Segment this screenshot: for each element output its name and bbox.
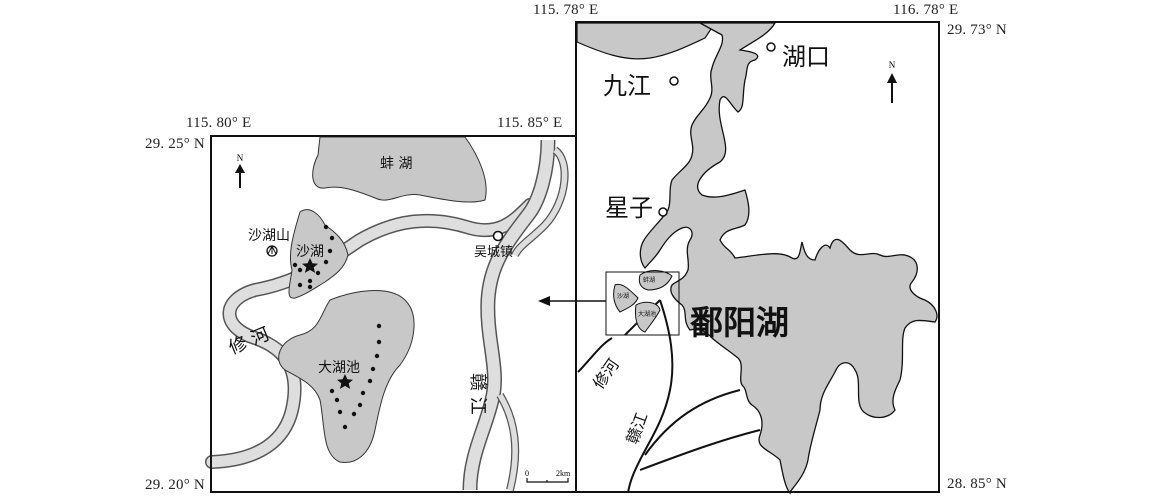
overview-lat-top: 29. 73° N (947, 22, 1007, 38)
xingzi-label: 星子 (605, 194, 653, 222)
mini-beng-label: 蚌湖 (643, 276, 655, 284)
poyang-lake-shape (639, 22, 938, 495)
inset-map: N 0 2km 蚌 湖 沙湖山 沙湖 大湖池 吴城镇 修 河 赣 江 (205, 135, 577, 493)
inset-lon-right: 115. 85° E (497, 115, 563, 131)
mini-dahuchi-label: 大湖池 (638, 310, 656, 318)
xiu-river-shape (205, 198, 537, 469)
shahu-lake-label: 沙湖 (296, 244, 324, 260)
mini-beng-shape (638, 270, 673, 291)
scale-bar: 0 2km (525, 469, 571, 483)
overview-north-arrow-icon: N (887, 60, 897, 103)
wucheng-label: 吴城镇 (474, 245, 513, 260)
inset-lon-left: 115. 80° E (186, 115, 252, 131)
inset-lat-bottom: 29. 20° N (145, 477, 205, 493)
dahuchi-sample-points (329, 323, 382, 430)
shahu-lake-shape (288, 209, 349, 299)
jiujiang-marker (669, 76, 679, 86)
svg-text:N: N (237, 153, 244, 163)
overview-gan-river-label: 赣江 (623, 410, 652, 447)
callout-arrow-icon (538, 296, 606, 306)
mini-dahuchi-shape (635, 301, 661, 333)
mini-shahu-label: 沙湖 (617, 292, 629, 300)
mountain-icon (266, 244, 278, 257)
hukou-label: 湖口 (782, 43, 830, 71)
overview-xiu-river-label: 修河 (589, 355, 623, 392)
yangtze-river-shape (576, 22, 717, 60)
dahuchi-star-icon (337, 374, 353, 389)
beng-lake-shape (312, 136, 487, 203)
gan-river-shape (462, 139, 569, 491)
overview-map: N 湖口 九江 星子 鄱阳湖 蚌湖 沙湖 大湖池 修河 赣江 (575, 21, 940, 495)
dahuchi-label: 大湖池 (318, 360, 360, 376)
overview-lat-bottom: 28. 85° N (947, 476, 1007, 492)
dahuchi-lake-shape (278, 290, 415, 464)
hukou-marker (766, 42, 776, 52)
inset-lat-top: 29. 25° N (145, 136, 205, 152)
poyang-lake-label: 鄱阳湖 (689, 303, 789, 342)
gan-river-label: 赣 江 (467, 373, 488, 415)
inset-north-arrow-icon: N (235, 153, 245, 188)
jiujiang-label: 九江 (603, 72, 651, 100)
svg-text:N: N (889, 60, 896, 70)
study-area-box (605, 271, 680, 336)
overview-lon-right: 116. 78° E (893, 2, 959, 18)
shahu-sample-points (292, 224, 335, 290)
shahu-star-icon (302, 258, 318, 273)
xingzi-marker (658, 207, 668, 217)
mini-shahu-shape (613, 283, 639, 313)
svg-text:0: 0 (525, 469, 529, 478)
overview-lon-left: 115. 78° E (533, 2, 599, 18)
shahu-mountain-label: 沙湖山 (248, 228, 290, 244)
beng-lake-label: 蚌 湖 (380, 156, 412, 172)
svg-text:2km: 2km (556, 469, 571, 478)
wucheng-town-marker (492, 230, 504, 242)
overview-frame (575, 21, 940, 493)
